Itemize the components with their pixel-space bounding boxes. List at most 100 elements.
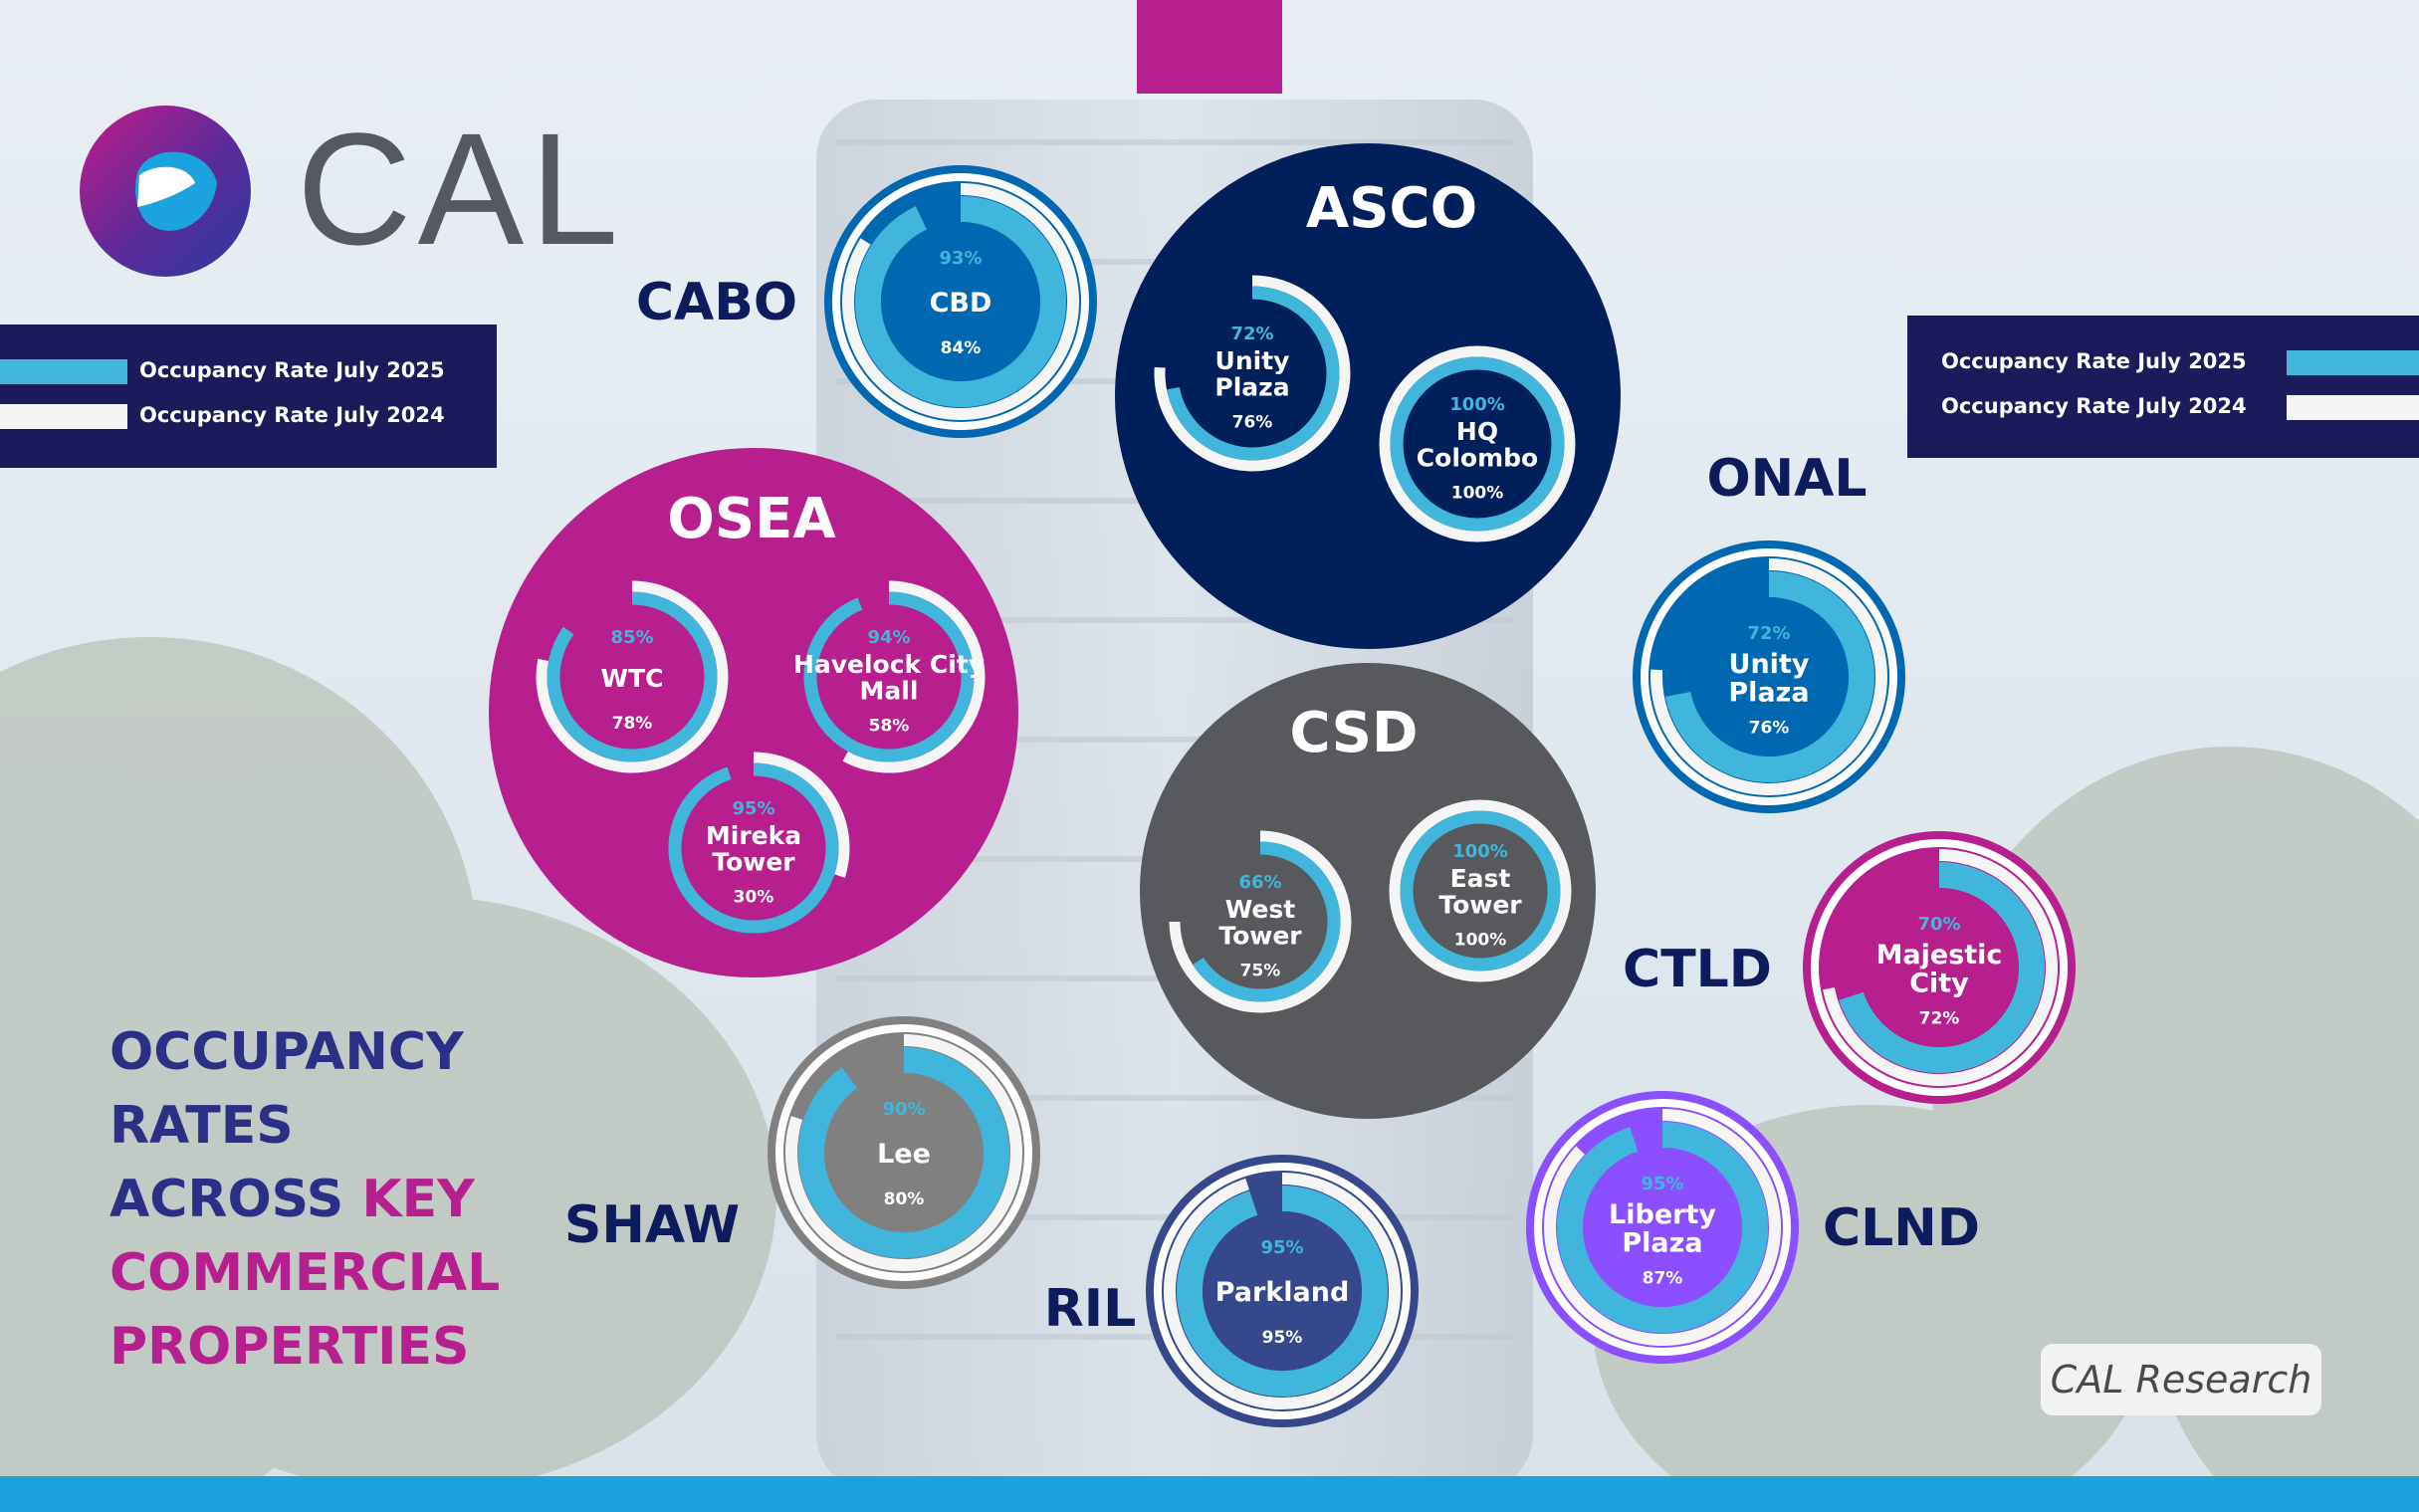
value-2024: 76% [1232,412,1273,432]
arc-2025 [1400,810,1561,972]
arc-2025 [803,591,975,762]
arc-2025 [855,196,1066,407]
property-name: Plaza [1214,372,1289,401]
property-name: City [1909,968,1969,998]
property-name: Majestic [1876,940,2003,971]
property-name: Tower [1218,921,1302,950]
title-text: PROPERTIES [110,1317,470,1377]
property-name: HQ [1456,417,1498,446]
research-credit: CAL Research [2041,1344,2321,1415]
value-2025: 90% [882,1099,925,1120]
legend-swatch-2025 [0,359,127,384]
arc-2024 [1650,558,1887,795]
legend-swatch-2025 [2287,350,2419,375]
group-title-osea: OSEA [667,487,836,551]
donut-center [881,222,1040,381]
property-name: Plaza [1622,1227,1702,1258]
arc-2025 [1390,356,1565,532]
value-2024: 76% [1749,718,1790,738]
value-2025: 72% [1747,623,1790,644]
value-2025: 66% [1238,872,1281,893]
legend-label-2024: Occupancy Rate July 2024 [139,403,445,427]
property-name: Unity [1215,346,1290,375]
arc-2025 [1177,1186,1388,1397]
group-label-cabo: CABO [636,273,797,332]
legend-label-2025: Occupancy Rate July 2025 [1941,349,2247,373]
donut-center [1179,300,1326,447]
title-line: PROPERTIES [110,1310,500,1384]
arc-2024 [1823,849,2058,1086]
title-text: ACROSS [110,1170,362,1229]
value-2025: 93% [939,248,982,269]
value-2025: 72% [1230,324,1273,344]
property-name: Parkland [1215,1277,1350,1308]
brand-wordmark: CAL [297,100,625,278]
arc-2024 [1544,1109,1781,1346]
title-line: RATES [110,1089,500,1163]
arc-2025 [1193,841,1341,1002]
property-name: Tower [1438,890,1522,919]
donut-center [1194,855,1327,988]
property-name: East [1450,864,1511,893]
arc-2024 [842,580,986,773]
value-2025: 85% [610,627,653,648]
property-name: Plaza [1728,677,1809,708]
legend-label-2025: Occupancy Rate July 2025 [139,358,445,382]
arc-2025 [1664,571,1874,782]
donut-center [560,605,704,749]
donut-center [1583,1148,1742,1307]
value-2025: 95% [1641,1174,1683,1194]
value-2025: 70% [1917,914,1960,935]
arc-2025 [547,591,718,762]
donut-center [1689,597,1849,756]
title-line: OCCUPANCY [110,1015,500,1089]
arc-2025 [1839,862,2045,1073]
arc-2025 [1557,1122,1768,1333]
group-circle-osea [489,448,1018,977]
arc-2024 [753,752,850,878]
group-label-clnd: CLND [1823,1198,1980,1258]
property-name: West [1225,895,1296,924]
property-name: WTC [601,664,664,693]
donut-center [682,776,825,920]
value-2024: 100% [1454,930,1507,950]
value-2025: 94% [867,627,910,648]
property-name: CBD [930,288,992,319]
property-name: Tower [712,847,795,876]
property-name: Colombo [1417,443,1538,472]
arc-2024 [842,183,1079,420]
donut-center [1860,888,2019,1047]
value-2024: 58% [869,716,910,736]
value-2025: 95% [732,798,774,819]
arc-2024 [785,1034,1022,1271]
arc-2024 [1164,1173,1401,1409]
title-text: RATES [110,1096,294,1156]
bottom-accent-bar [0,1476,2419,1512]
value-2024: 100% [1451,483,1504,503]
property-name: Lee [877,1139,931,1170]
property-name: Unity [1729,649,1810,680]
donut-center [817,605,961,749]
legend-swatch-2024 [0,404,127,429]
arc-2025 [798,1047,1009,1258]
value-2024: 30% [734,887,774,907]
arc-2025 [1167,286,1340,461]
legend-swatch-2024 [2287,395,2419,420]
group-title-csd: CSD [1290,701,1419,765]
arc-2025 [668,762,839,934]
donut-center [1203,1211,1362,1371]
legend-left: Occupancy Rate July 2025 Occupancy Rate … [0,324,497,468]
value-2025: 100% [1449,394,1505,415]
donut-center [1414,824,1547,958]
donut-center [1404,370,1551,518]
title-line: ACROSS KEY [110,1163,500,1236]
top-accent-tab [1137,0,1282,94]
property-name: Mireka [706,821,801,850]
arc-2024 [1389,799,1572,982]
title-text: OCCUPANCY [110,1022,464,1082]
property-name: Mall [860,676,919,705]
value-2024: 75% [1240,961,1281,980]
value-2025: 95% [1260,1237,1303,1258]
